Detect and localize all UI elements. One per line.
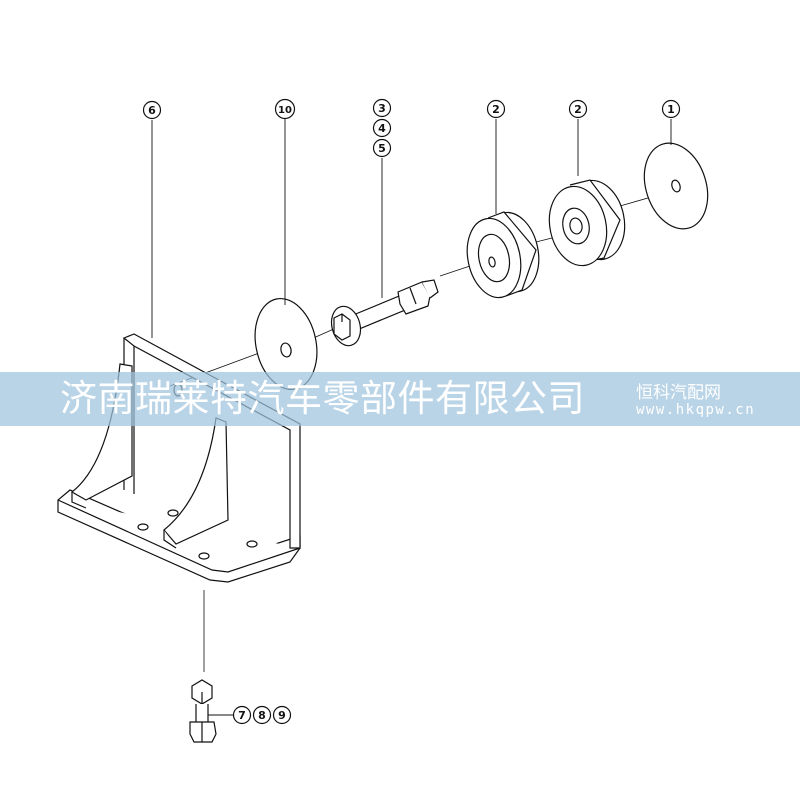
part-7-8-9-bolt	[189, 679, 217, 743]
svg-text:10: 10	[278, 105, 292, 116]
part-2-bushing-left	[466, 211, 540, 299]
watermark-banner: 济南瑞莱特汽车零部件有限公司 恒科汽配网 www.hkqpw.cn	[0, 372, 800, 426]
watermark-site-url: www.hkqpw.cn	[636, 402, 756, 418]
part-3-4-5-bolt-assembly	[330, 279, 439, 347]
callout-2-right: 2	[568, 99, 588, 119]
callout-7: 7	[232, 705, 252, 725]
callout-3: 3	[372, 98, 392, 118]
svg-text:7: 7	[238, 709, 246, 722]
callout-9: 9	[272, 705, 292, 725]
callout-2-left: 2	[486, 99, 506, 119]
watermark-company-name: 济南瑞莱特汽车零部件有限公司	[60, 377, 585, 420]
svg-text:2: 2	[492, 103, 500, 116]
callout-1: 1	[661, 99, 681, 119]
callout-leaders	[151, 119, 672, 716]
callout-5: 5	[372, 138, 392, 158]
callout-4: 4	[372, 118, 392, 138]
part-1-washer	[643, 142, 709, 230]
callout-6: 6	[142, 100, 162, 120]
callout-8: 8	[252, 705, 272, 725]
callout-10: 10	[274, 98, 296, 120]
watermark-site-name: 恒科汽配网	[636, 383, 721, 403]
svg-text:4: 4	[378, 122, 386, 135]
part-2-bushing-right	[548, 179, 626, 267]
svg-text:8: 8	[258, 709, 266, 722]
svg-text:2: 2	[574, 103, 582, 116]
svg-text:6: 6	[148, 104, 156, 117]
svg-text:9: 9	[278, 709, 286, 722]
svg-text:3: 3	[378, 102, 386, 115]
svg-text:5: 5	[378, 142, 386, 155]
svg-text:1: 1	[667, 103, 675, 116]
